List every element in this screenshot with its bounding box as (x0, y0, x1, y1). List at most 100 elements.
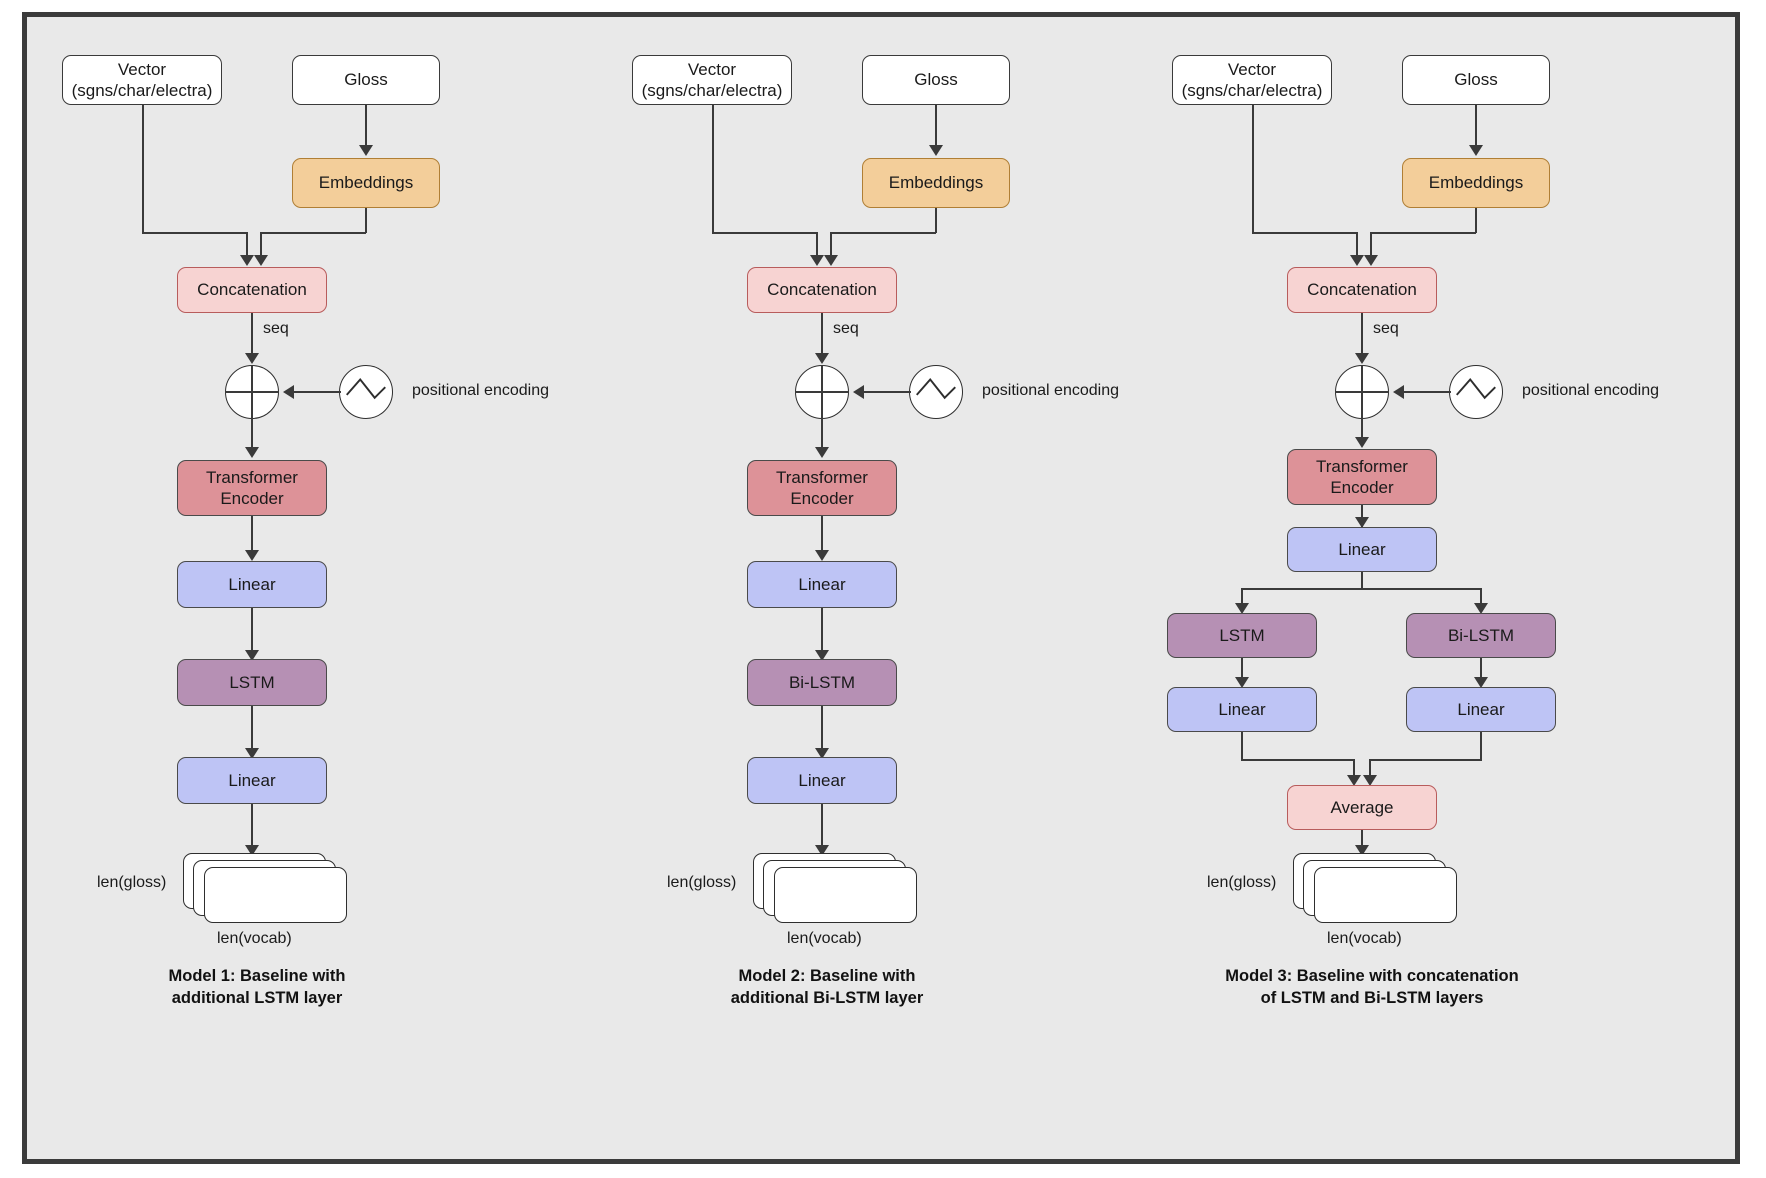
recurrent-node[interactable]: Bi-LSTM (747, 659, 897, 706)
edge-encoder-to-linear1 (251, 516, 253, 558)
concatenation-node[interactable]: Concatenation (177, 267, 327, 313)
branch-left-rnn-node[interactable]: LSTM (1167, 613, 1317, 658)
average-node[interactable]: Average (1287, 785, 1437, 830)
arrowhead-right-rnn-to-linear (1474, 677, 1488, 688)
edge-concat-to-add (821, 313, 823, 359)
edge-embeddings-across (1370, 232, 1476, 234)
edge-linear2-to-output (251, 804, 253, 854)
positional-encoding-icon (1449, 365, 1503, 419)
positional-encoding-icon (909, 365, 963, 419)
gloss-input-node[interactable]: Gloss (862, 55, 1010, 105)
model-caption: Model 3: Baseline with concatenation of … (1225, 967, 1519, 1008)
edge-linear1-split-bus (1241, 588, 1481, 590)
arrowhead-vector-to-concat (810, 255, 824, 266)
arrowhead-recurrent-to-linear2 (815, 748, 829, 759)
embeddings-node[interactable]: Embeddings (1402, 158, 1550, 208)
arrowhead-recurrent-to-linear2 (245, 748, 259, 759)
edge-recurrent-to-linear2 (251, 706, 253, 756)
arrowhead-linear2-to-output (815, 845, 829, 856)
edge-posenc-to-add (289, 391, 341, 393)
arrowhead-embeddings-to-concat (254, 255, 268, 266)
edge-posenc-to-add (859, 391, 911, 393)
positional-encoding-label: positional encoding (1522, 382, 1659, 399)
arrowhead-linear1-to-recurrent (815, 650, 829, 661)
gloss-input-node[interactable]: Gloss (1402, 55, 1550, 105)
edge-split-to-left-rnn (1241, 588, 1243, 610)
edge-left-linear-down (1241, 732, 1243, 760)
vector-input-node[interactable]: Vector (sgns/char/electra) (62, 55, 222, 105)
arrowhead-linear2-to-output (245, 845, 259, 856)
arrowhead-concat-to-add (245, 353, 259, 364)
edge-add-to-encoder (1361, 419, 1363, 445)
output-stack (1293, 853, 1463, 925)
linear-node-2[interactable]: Linear (747, 757, 897, 804)
linear-node-1[interactable]: Linear (177, 561, 327, 608)
concatenation-node[interactable]: Concatenation (1287, 267, 1437, 313)
transformer-encoder-node[interactable]: Transformer Encoder (177, 460, 327, 516)
edge-linear1-split-stem (1361, 572, 1363, 589)
transformer-encoder-node[interactable]: Transformer Encoder (1287, 449, 1437, 505)
linear-node-1[interactable]: Linear (747, 561, 897, 608)
positional-encoding-label: positional encoding (982, 382, 1119, 399)
edge-embeddings-down (1475, 208, 1477, 233)
edge-right-linear-down (1480, 732, 1482, 760)
add-operator-vertical-bar (821, 365, 823, 419)
edge-gloss-to-embeddings (1475, 105, 1477, 149)
edge-right-into-average (1369, 759, 1371, 781)
branch-right-linear-node[interactable]: Linear (1406, 687, 1556, 732)
add-operator-vertical-bar (1361, 365, 1363, 419)
edge-gloss-to-embeddings (365, 105, 367, 149)
vector-input-node[interactable]: Vector (sgns/char/electra) (632, 55, 792, 105)
len-gloss-label: len(gloss) (97, 874, 167, 891)
model-2-column: Vector (sgns/char/electra) Gloss Embeddi… (607, 17, 1177, 1159)
edge-vector-across (142, 232, 247, 234)
output-sheet-front (1314, 867, 1457, 923)
branch-left-linear-node[interactable]: Linear (1167, 687, 1317, 732)
edge-split-to-right-rnn (1480, 588, 1482, 610)
edge-embeddings-down (935, 208, 937, 233)
edge-embeddings-into-concat (1370, 232, 1372, 260)
embeddings-node[interactable]: Embeddings (292, 158, 440, 208)
output-sheet-front (774, 867, 917, 923)
edge-embeddings-into-concat (830, 232, 832, 260)
edge-add-to-encoder (821, 419, 823, 453)
output-stack (183, 853, 353, 925)
edge-recurrent-to-linear2 (821, 706, 823, 756)
arrowhead-gloss-to-embeddings (1469, 145, 1483, 156)
edge-average-to-output (1361, 830, 1363, 854)
arrowhead-right-into-average (1363, 775, 1377, 786)
vector-input-node[interactable]: Vector (sgns/char/electra) (1172, 55, 1332, 105)
edge-embeddings-across (260, 232, 366, 234)
arrowhead-gloss-to-embeddings (359, 145, 373, 156)
arrowhead-posenc-to-add (1393, 385, 1404, 399)
gloss-input-node[interactable]: Gloss (292, 55, 440, 105)
branch-right-rnn-node[interactable]: Bi-LSTM (1406, 613, 1556, 658)
arrowhead-linear1-to-recurrent (245, 650, 259, 661)
edge-vector-into-concat (816, 232, 818, 260)
arrowhead-add-to-encoder (1355, 437, 1369, 448)
linear-node-2[interactable]: Linear (177, 757, 327, 804)
arrowhead-posenc-to-add (283, 385, 294, 399)
linear-node-1[interactable]: Linear (1287, 527, 1437, 572)
arrowhead-left-into-average (1347, 775, 1361, 786)
concatenation-node[interactable]: Concatenation (747, 267, 897, 313)
arrowhead-concat-to-add (815, 353, 829, 364)
edge-left-rnn-to-linear (1241, 658, 1243, 685)
embeddings-node[interactable]: Embeddings (862, 158, 1010, 208)
edge-embeddings-into-concat (260, 232, 262, 260)
edge-linear2-to-output (821, 804, 823, 854)
arrowhead-add-to-encoder (815, 447, 829, 458)
edge-encoder-to-linear1 (1361, 505, 1363, 527)
arrowhead-vector-to-concat (240, 255, 254, 266)
arrowhead-average-to-output (1355, 845, 1369, 856)
edge-add-to-encoder (251, 419, 253, 453)
arrowhead-left-rnn-to-linear (1235, 677, 1249, 688)
arrowhead-vector-to-concat (1350, 255, 1364, 266)
output-sheet-front (204, 867, 347, 923)
edge-vector-down (142, 105, 144, 233)
edge-vector-into-concat (1356, 232, 1358, 260)
edge-gloss-to-embeddings (935, 105, 937, 149)
recurrent-node[interactable]: LSTM (177, 659, 327, 706)
transformer-encoder-node[interactable]: Transformer Encoder (747, 460, 897, 516)
